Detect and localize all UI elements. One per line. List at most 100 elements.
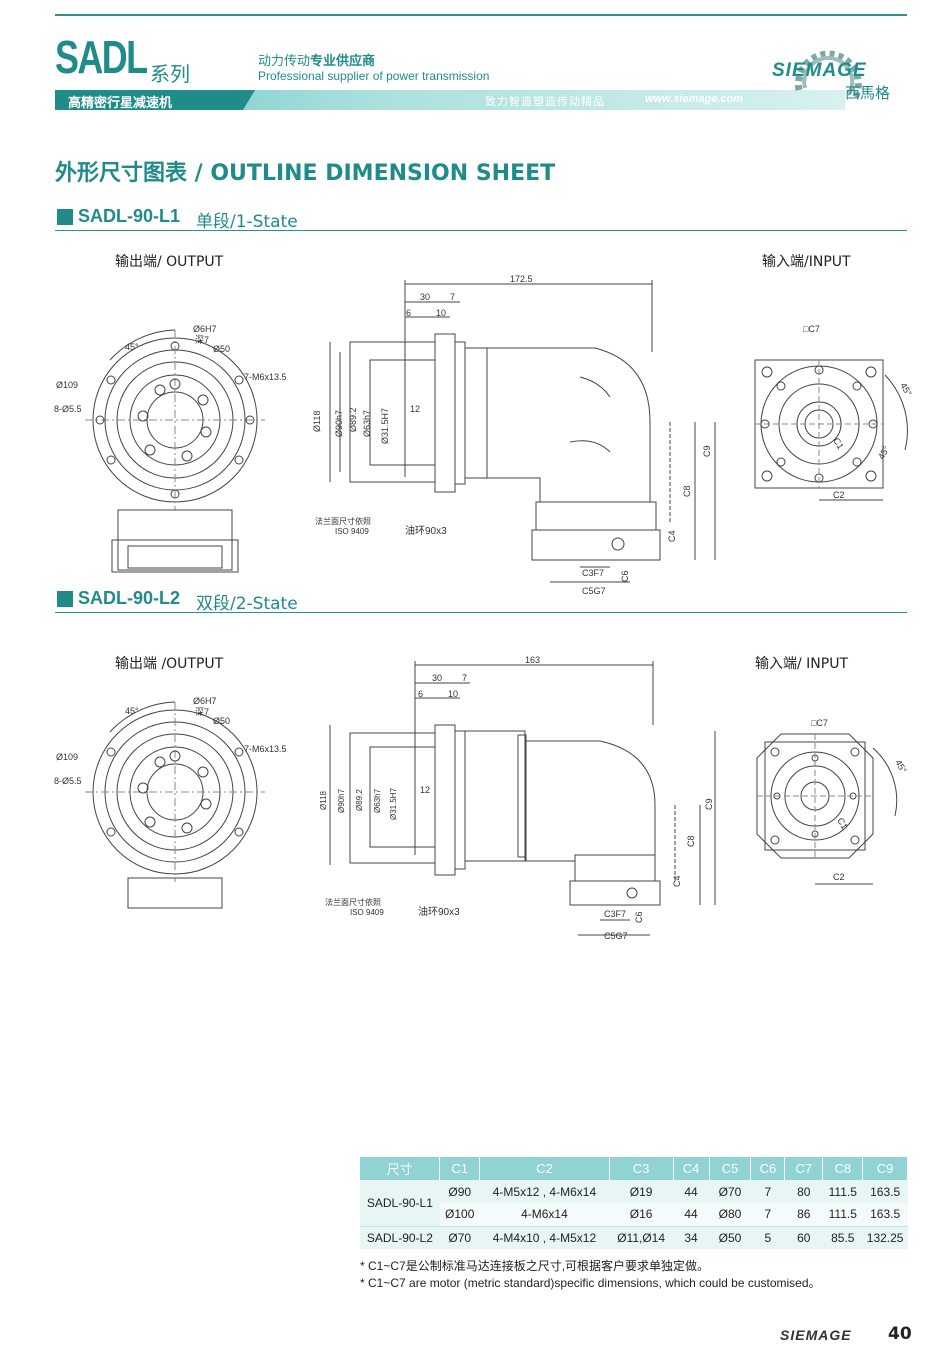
section-rule [55, 230, 907, 231]
section-state: 单段/1-State [196, 212, 298, 232]
dim-o50: Ø50 [213, 716, 230, 726]
header-bar [55, 90, 845, 110]
dim-o31: Ø31.5H7 [389, 787, 398, 820]
dim-c4: C4 [667, 530, 677, 542]
dim-o55: 8-Ø5.5 [54, 404, 82, 414]
note-en: * C1~C7 are motor (metric standard)speci… [360, 1276, 821, 1290]
note-cn: * C1~C7是公制标准马达连接板之尺寸,可根据客户要求单独定做。 [360, 1259, 710, 1273]
dim-c9: C9 [702, 445, 712, 457]
dim-o109: Ø109 [56, 380, 78, 390]
col-header: C9 [862, 1157, 908, 1180]
dim-o90: Ø90h7 [334, 410, 344, 437]
col-header: C7 [784, 1157, 824, 1180]
dim-c7: □C7 [811, 718, 828, 728]
table-cell: Ø16 [609, 1203, 674, 1226]
dim-10: 10 [448, 689, 458, 699]
input-label: 输入端/ INPUT [755, 656, 849, 672]
table-cell: Ø70 [439, 1225, 480, 1249]
dim-m6: 7-M6x13.5 [244, 372, 287, 382]
output-view-drawing: 45° Ø6H7 深7 Ø50 7-M6x13.5 Ø109 8-Ø5.5 [54, 696, 287, 909]
tagline-cn-bold: 专业供应商 [310, 54, 376, 69]
dim-o55: 8-Ø5.5 [54, 776, 82, 786]
flange-note: 法兰面尺寸依照 [325, 897, 381, 907]
dim-10: 10 [436, 308, 446, 318]
dim-c4: C4 [672, 875, 682, 887]
table-cell: 5 [750, 1225, 785, 1249]
dim-length: 172.5 [510, 274, 533, 284]
output-view-drawing: 45° Ø6H7 深7 Ø50 7-M6x13.5 Ø109 8-Ø5.5 [54, 324, 287, 573]
table-cell: 85.5 [822, 1225, 863, 1249]
section-model: SADL-90-L1 [78, 206, 181, 226]
top-rule [55, 14, 907, 16]
dim-o6: Ø6H7 [193, 696, 217, 706]
col-header: C6 [750, 1157, 786, 1180]
dim-30: 30 [420, 292, 430, 302]
dim-c8: C8 [686, 835, 696, 847]
dim-o63: Ø63h7 [362, 410, 372, 437]
dim-o31: Ø31.5H7 [380, 408, 390, 444]
table-cell-model: SADL-90-L2 [360, 1225, 440, 1249]
dim-6: 6 [406, 308, 411, 318]
website-link[interactable]: www.siemage.com [645, 93, 744, 105]
series-label: 系列 [150, 62, 190, 86]
dim-o6: Ø6H7 [193, 324, 217, 334]
col-header: C4 [673, 1157, 710, 1180]
dim-7: 7 [462, 673, 467, 683]
header-bar-dark [55, 90, 255, 110]
table-cell: Ø80 [709, 1203, 751, 1226]
section-rule [55, 612, 907, 613]
iso-note: ISO 9409 [350, 908, 384, 917]
dim-12: 12 [410, 404, 420, 414]
dim-o90: Ø90h7 [337, 788, 346, 813]
dim-o89: Ø89.2 [348, 407, 358, 432]
table-cell: Ø11,Ø14 [609, 1225, 674, 1249]
col-header: C1 [439, 1157, 481, 1180]
dim-45-in: 45° [898, 381, 914, 398]
dim-30: 30 [432, 673, 442, 683]
header-subtitle: 高精密行星减速机 [68, 96, 173, 111]
table-cell: Ø19 [609, 1180, 674, 1203]
tagline-en: Professional supplier of power transmiss… [258, 69, 490, 83]
table-cell: 60 [784, 1225, 823, 1249]
dim-o89: Ø89.2 [355, 789, 364, 811]
iso-note: ISO 9409 [335, 527, 369, 536]
table-cell: 163.5 [862, 1180, 908, 1203]
dim-c5: C5G7 [582, 586, 606, 596]
gear-icon [794, 50, 862, 100]
dim-6: 6 [418, 689, 423, 699]
dim-m6: 7-M6x13.5 [244, 744, 287, 754]
table-row: Ø100 4-M6x14 Ø16 44 Ø80 7 86 111.5 163.5 [360, 1203, 908, 1226]
dim-7: 7 [450, 292, 455, 302]
side-view-drawing: 163 30 7 6 10 Ø118 Ø90h7 Ø89.2 Ø63h7 Ø31… [320, 655, 716, 941]
table-cell: Ø90 [439, 1180, 480, 1203]
table-cell: 86 [784, 1203, 823, 1226]
dim-c2: C2 [833, 872, 845, 882]
table-cell: 4-M4x10 , 4-M5x12 [479, 1225, 610, 1249]
tagline-cn: 动力传动专业供应商 [258, 50, 375, 69]
table-cell: Ø70 [709, 1180, 751, 1203]
dim-c8: C8 [682, 485, 692, 497]
section-marker [57, 209, 73, 225]
dim-c5: C5G7 [604, 931, 628, 941]
section-model: SADL-90-L2 [78, 588, 181, 608]
output-label: 输出端/ OUTPUT [115, 254, 224, 270]
table-cell: 4-M5x12 , 4-M6x14 [479, 1180, 610, 1203]
dim-o109: Ø109 [56, 752, 78, 762]
dim-o63: Ø63h7 [373, 788, 382, 813]
brand-title: SADL [55, 31, 148, 83]
dim-o118: Ø118 [320, 790, 328, 810]
table-cell-model: SADL-90-L1 [360, 1180, 440, 1226]
dim-c1: C1 [831, 436, 845, 451]
dim-o118: Ø118 [312, 411, 322, 432]
oring-note: 油环90x3 [418, 905, 460, 918]
table-cell: 34 [673, 1225, 709, 1249]
dim-12: 12 [420, 785, 430, 795]
input-label: 输入端/INPUT [762, 254, 851, 270]
table-cell: 4-M6x14 [479, 1203, 610, 1226]
section-state: 双段/2-State [196, 594, 298, 614]
notes: * C1~C7是公制标准马达连接板之尺寸,可根据客户要求单独定做。 * C1~C… [360, 1258, 821, 1292]
dim-c6: C6 [634, 911, 644, 923]
dim-length: 163 [525, 655, 540, 665]
section-marker [57, 591, 73, 607]
output-label: 输出端 /OUTPUT [115, 656, 224, 672]
